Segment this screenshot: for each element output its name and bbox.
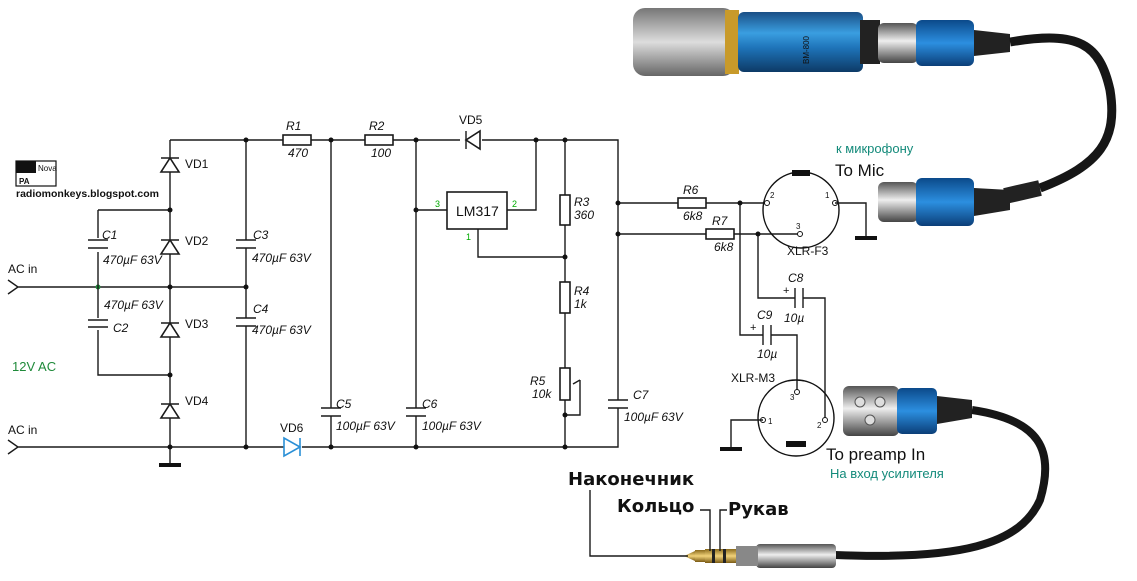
r6-value: 6k8 [683, 209, 703, 223]
vd2-label: VD2 [185, 234, 209, 248]
c1-capacitor [88, 239, 108, 249]
lm317-pin1: 1 [466, 232, 471, 242]
r3-value: 360 [574, 208, 594, 222]
svg-text:+: + [783, 285, 789, 297]
vd2-diode [159, 238, 181, 255]
r3-resistor [559, 194, 571, 226]
r1-resistor [282, 134, 312, 146]
r2-value: 100 [371, 146, 391, 160]
c5-name: C5 [336, 397, 352, 411]
vd3-diode [159, 321, 181, 338]
c4-name: C4 [253, 302, 269, 316]
c6-name: C6 [422, 397, 438, 411]
c5-value: 100µF 63V [336, 419, 396, 433]
to-mic-ru: к микрофону [836, 141, 914, 156]
svg-text:+: + [750, 322, 756, 334]
logo: Nova PA radiomonkeys.blogspot.com [15, 160, 159, 200]
r1-value: 470 [288, 146, 308, 160]
vd6-diode [283, 436, 302, 458]
r5-potentiometer [559, 367, 581, 416]
c2-name: C2 [113, 321, 129, 335]
xlr-f3-connector [762, 170, 840, 249]
xlr-m3-label: XLR-M3 [731, 371, 775, 385]
c6-capacitor [406, 407, 426, 417]
xlr-m3-pin3: 3 [790, 393, 795, 402]
xlr-f3-pin3: 3 [796, 222, 801, 231]
ac-in-label-1: AC in [8, 262, 37, 276]
to-mic-en: To Mic [835, 161, 885, 180]
logo-text-top: Nova [38, 164, 57, 173]
c3-capacitor [236, 239, 256, 249]
xlr-f3-pin1: 1 [825, 191, 830, 200]
r1-name: R1 [286, 119, 301, 133]
r4-name: R4 [574, 284, 590, 298]
vd3-label: VD3 [185, 317, 209, 331]
mic-model: BM-800 [802, 35, 811, 64]
to-preamp-en: To preamp In [826, 445, 925, 464]
microphone-image: BM-800 [633, 8, 880, 76]
c2-capacitor [88, 319, 108, 328]
c5-capacitor [321, 407, 341, 417]
r4-resistor [559, 281, 571, 314]
jack-tip-label: Наконечник [568, 469, 694, 490]
r2-resistor [364, 134, 394, 146]
c6-value: 100µF 63V [422, 419, 482, 433]
xlr-m3-pin1: 1 [768, 417, 773, 426]
r6-name: R6 [683, 183, 699, 197]
vd1-label: VD1 [185, 157, 209, 171]
xlr-f3-pin2: 2 [770, 191, 775, 200]
logo-text-bottom: PA [19, 177, 30, 186]
xlr-cable-mic [878, 20, 1117, 226]
c8-name: C8 [788, 271, 804, 285]
r5-value: 10k [532, 387, 552, 401]
site-url: radiomonkeys.blogspot.com [16, 188, 159, 200]
c3-name: C3 [253, 228, 269, 242]
ac-in-label-2: AC in [8, 423, 37, 437]
r5-name: R5 [530, 374, 546, 388]
c4-value: 470µF 63V [252, 323, 312, 337]
lm317-pin2: 2 [512, 199, 517, 209]
r2-name: R2 [369, 119, 385, 133]
r7-resistor [705, 228, 735, 240]
xlr-cable-preamp [834, 386, 1050, 560]
c3-value: 470µF 63V [252, 251, 312, 265]
c8-value: 10µ [784, 311, 804, 325]
c9-value: 10µ [757, 347, 777, 361]
vd6-label: VD6 [280, 421, 304, 435]
lm317-label: LM317 [456, 203, 499, 219]
c1-value: 470µF 63V [103, 253, 163, 267]
lm317-regulator [446, 191, 508, 230]
vd5-diode [464, 129, 481, 151]
vd4-diode [159, 402, 181, 419]
r7-name: R7 [712, 214, 729, 228]
lm317-pin3: 3 [435, 199, 440, 209]
r7-value: 6k8 [714, 240, 734, 254]
c4-capacitor [236, 317, 256, 327]
c9-capacitor [762, 325, 772, 345]
c7-name: C7 [633, 388, 650, 402]
c8-capacitor [794, 288, 804, 308]
xlr-f3-label: XLR-F3 [787, 244, 829, 258]
r3-name: R3 [574, 195, 590, 209]
c7-capacitor [608, 399, 628, 409]
voltage-label: 12V AC [12, 359, 56, 374]
jack-sleeve-label: Рукав [728, 499, 789, 520]
vd4-label: VD4 [185, 394, 209, 408]
c9-name: C9 [757, 308, 773, 322]
xlr-m3-pin2: 2 [817, 421, 822, 430]
c7-value: 100µF 63V [624, 410, 684, 424]
to-preamp-ru: На вход усилителя [830, 466, 944, 481]
c1-name: C1 [102, 228, 117, 242]
r4-value: 1k [574, 297, 588, 311]
jack-plug-image [684, 544, 836, 568]
vd1-diode [159, 156, 181, 173]
vd5-label: VD5 [459, 113, 483, 127]
r6-resistor [677, 197, 707, 209]
jack-ring-label: Кольцо [617, 496, 694, 517]
c2-value: 470µF 63V [104, 298, 164, 312]
